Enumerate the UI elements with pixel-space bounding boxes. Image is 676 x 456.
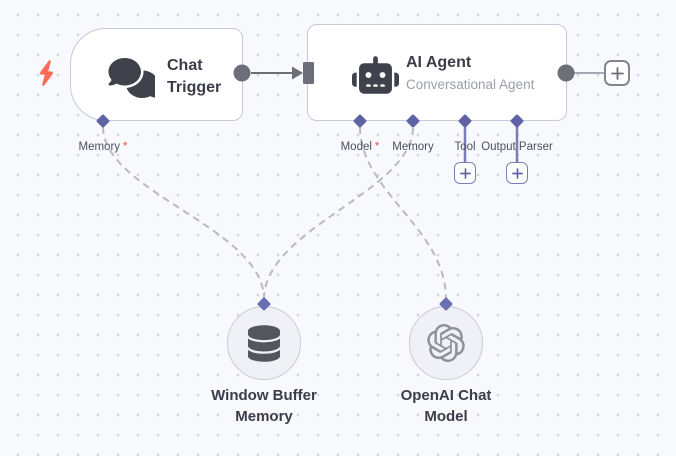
chat-bubbles-icon: [108, 58, 155, 98]
connection-openai-to-ai-agent[interactable]: [359, 126, 447, 300]
openai-chat-model-label: OpenAI Chat Model: [400, 387, 492, 425]
add-output-parser-button[interactable]: [506, 162, 528, 184]
ai-agent-input-port[interactable]: [303, 62, 314, 84]
plus-icon: [511, 167, 523, 179]
chat-trigger-output-port[interactable]: [233, 64, 251, 82]
window-buffer-memory-label: Window Buffer Memory: [211, 387, 317, 425]
ai-agent-output-port[interactable]: [557, 64, 575, 82]
add-tool-button[interactable]: [454, 162, 476, 184]
openai-logo-icon: [427, 324, 465, 362]
connection-arrowhead: [292, 66, 303, 80]
lightning-bolt-icon: [40, 60, 53, 86]
port-label-chat-trigger-memory: Memory*: [78, 141, 128, 153]
connection-wbm-to-ai-agent[interactable]: [263, 126, 414, 300]
plus-icon: [459, 167, 471, 179]
ai-agent-title: AI Agent: [406, 54, 472, 71]
port-label-output-parser: Output Parser: [481, 141, 553, 153]
port-label-tool: Tool: [454, 141, 476, 153]
node-chat-trigger[interactable]: Chat Trigger: [70, 28, 243, 121]
port-label-memory: Memory: [392, 141, 434, 153]
database-icon: [248, 324, 280, 362]
connection-wbm-to-chat-trigger[interactable]: [102, 126, 265, 300]
robot-icon: [352, 56, 399, 94]
port-label-model: Model*: [340, 141, 380, 153]
plus-icon: [610, 66, 624, 80]
chat-trigger-title: Chat Trigger: [167, 57, 222, 96]
add-next-node-button[interactable]: [604, 60, 630, 86]
ai-agent-subtitle: Conversational Agent: [406, 77, 535, 92]
